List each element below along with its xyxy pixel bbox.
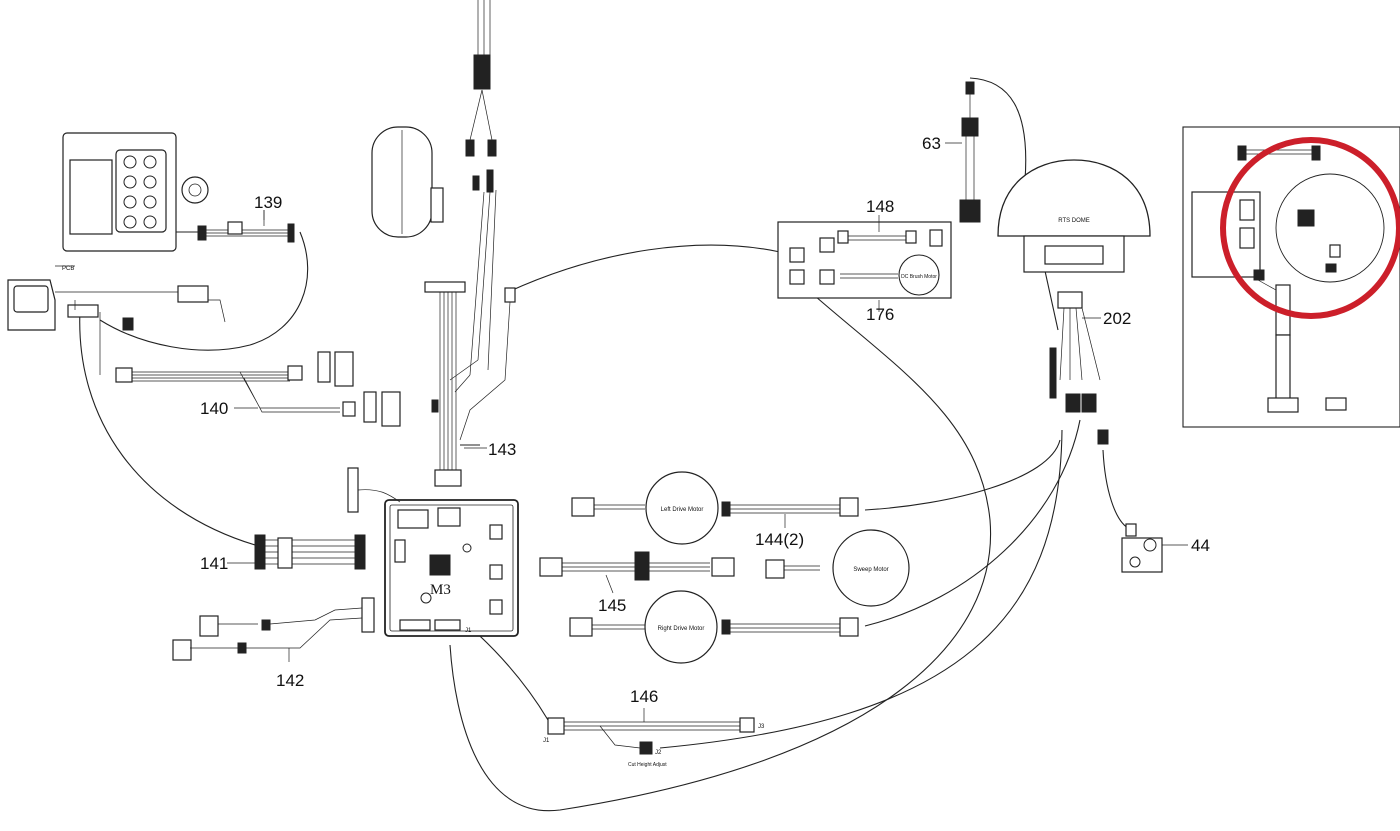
cut-height-adjust-label: Cut Height Adjust — [628, 762, 667, 768]
harness-142 — [172, 597, 375, 661]
callout-141: 141 — [200, 554, 228, 573]
callout-63: 63 — [922, 134, 941, 153]
callout-148: 148 — [866, 197, 894, 216]
connector-j2: J2 — [655, 750, 662, 756]
right-drive-motor-assembly: Right Drive Motor — [569, 590, 859, 664]
highlight-circle — [1220, 137, 1400, 319]
board-label-m3: M3 — [430, 582, 451, 598]
callout-202: 202 — [1103, 309, 1131, 328]
callout-145: 145 — [598, 596, 626, 615]
harness-146: J1 J2 J3 Cut Height Adjust — [543, 717, 765, 768]
left-drive-motor-label: Left Drive Motor — [661, 507, 704, 513]
harness-141 — [254, 534, 366, 570]
part-callouts: 63 139 140 141 142 143 144(2) 145 146 14… — [62, 134, 1210, 706]
callout-140: 140 — [200, 399, 228, 418]
board-connector-j1: J1 — [465, 628, 472, 634]
left-drive-motor-assembly: Left Drive Motor — [571, 471, 859, 545]
harness-140 — [115, 351, 401, 427]
battery-pack — [371, 126, 444, 238]
harness-143 — [424, 0, 516, 487]
rts-dome-label: RTS DOME — [1058, 218, 1090, 224]
main-control-board-m3: M3 J1 — [347, 467, 519, 637]
callout-44: 44 — [1191, 536, 1210, 555]
dc-brush-motor-board: DC Brush Motor — [777, 221, 952, 299]
callout-143: 143 — [488, 440, 516, 459]
rts-dome-assembly: RTS DOME — [997, 159, 1151, 445]
sweep-motor-label: Sweep Motor — [853, 567, 888, 573]
part-44-sensor — [1121, 523, 1163, 573]
dc-brush-motor-label: DC Brush Motor — [901, 274, 937, 280]
sweep-motor-assembly: Sweep Motor — [539, 529, 910, 607]
callout-144: 144(2) — [755, 530, 804, 549]
right-drive-motor-label: Right Drive Motor — [658, 626, 705, 632]
callout-139: 139 — [254, 193, 282, 212]
control-panel-assembly — [62, 132, 295, 252]
pcb-label: PCB — [62, 266, 74, 272]
connecting-wires — [79, 77, 1129, 812]
callout-146: 146 — [630, 687, 658, 706]
connector-j1: J1 — [543, 738, 550, 744]
connector-j3: J3 — [758, 724, 765, 730]
inset-detail-panel — [1182, 126, 1400, 428]
part-63-harness — [959, 81, 981, 223]
pcb-bracket-assembly — [7, 279, 226, 375]
callout-leaders — [55, 142, 1188, 722]
callout-142: 142 — [276, 671, 304, 690]
callout-176: 176 — [866, 305, 894, 324]
